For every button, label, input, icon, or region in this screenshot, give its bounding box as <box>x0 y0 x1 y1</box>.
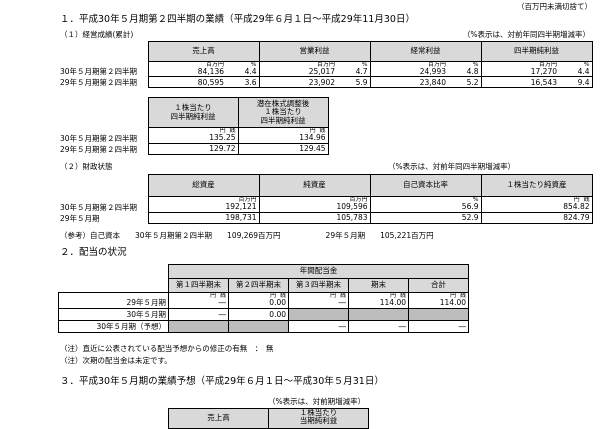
header-sales: 売上高 <box>147 41 260 62</box>
header-annual-dividend: 年間配当金 <box>168 264 469 279</box>
dividends-table: 年間配当金 第１四半期末 第２四半期末 第３四半期末 期末 合計 29年５月期 … <box>58 264 469 333</box>
equity-reference: （参考）自己資本 30年５月期第２四半期 109,269百万円 29年５月期 1… <box>60 231 434 240</box>
table-cell: ― <box>168 307 229 321</box>
header-net-assets: 純資産 <box>258 174 371 197</box>
dividend-note-1: （注）直近に公表されている配当予想からの修正の有無 ： 無 <box>60 344 274 353</box>
table-cell: 105,783 <box>258 211 371 224</box>
table-cell: 5.9 <box>337 76 371 89</box>
header-operating-income: 営業利益 <box>258 41 371 62</box>
section3-title: ３．平成30年５月期の業績予想（平成29年６月１日～平成30年５月31日） <box>60 376 384 387</box>
header-forecast-sales: 売上高 <box>168 408 269 429</box>
table-cell: 3.6 <box>226 76 260 89</box>
table-cell: %56.9 <box>369 196 482 213</box>
section1-pct-note: （%表示は、対前年同四半期増減率） <box>462 30 590 39</box>
table-cell: 129.72 <box>147 142 239 155</box>
header-equity-ratio: 自己資本比率 <box>369 174 482 197</box>
section1-title: １．平成30年５月期第２四半期の業績（平成29年６月１日～平成29年11月30日… <box>60 14 415 25</box>
table-cell <box>168 319 229 333</box>
table-cell: ― <box>408 319 469 333</box>
table-cell: 198,731 <box>147 211 260 224</box>
header-total: 合計 <box>408 278 469 293</box>
header-q1: 第１四半期末 <box>168 278 229 293</box>
header-diluted-eps: 潜在株式調整後 １株当たり 四半期純利益 <box>237 97 329 128</box>
table-cell: 80,595 <box>147 76 226 89</box>
header-net-income: 四半期純利益 <box>480 41 593 62</box>
row-label: 29年５月期第２四半期 <box>60 78 138 87</box>
table-cell <box>408 307 469 321</box>
row-label: 30年５月期第２四半期 <box>60 202 138 212</box>
header-q3: 第３四半期末 <box>288 278 349 293</box>
header-ordinary-income: 経常利益 <box>369 41 482 62</box>
table-cell: ― <box>288 319 349 333</box>
row-label: 29年５月期 <box>60 213 100 223</box>
table-cell <box>228 319 289 333</box>
table-cell: 23,902 <box>259 76 337 89</box>
row-label: 30年５月期（予想） <box>58 319 169 333</box>
table-cell <box>288 307 349 321</box>
table-cell: %4.4 <box>559 61 593 77</box>
table-cell: %4.8 <box>448 61 482 77</box>
forecast-table: 売上高 １株当たり 当期純利益 <box>168 408 369 429</box>
section2-title: ２．配当の状況 <box>60 247 127 258</box>
header-total-assets: 総資産 <box>147 174 260 197</box>
table-cell: %4.7 <box>337 61 371 77</box>
table-cell: 824.79 <box>480 211 593 224</box>
row-label: 29年５月期 <box>58 292 169 309</box>
header-bps: １株当たり純資産 <box>480 174 593 197</box>
table-cell: 23,840 <box>370 76 448 89</box>
header-q2: 第２四半期末 <box>228 278 289 293</box>
table-cell: 円 銭― <box>288 292 349 309</box>
table-cell: 円 銭― <box>168 292 229 309</box>
header-forecast-eps: １株当たり 当期純利益 <box>268 408 369 429</box>
header-year-end: 期末 <box>348 278 409 293</box>
section1-sub2: （２）財政状態 <box>60 162 113 171</box>
row-label: 29年５月期第２四半期 <box>60 144 138 154</box>
unit-note: （百万円未満切捨て） <box>517 2 592 11</box>
table-cell: ― <box>348 319 409 333</box>
table-cell: 129.45 <box>237 142 329 155</box>
row-label: 30年５月期 <box>58 307 169 321</box>
row-label: 30年５月期第２四半期 <box>60 67 138 76</box>
eps-table: １株当たり 四半期純利益 潜在株式調整後 １株当たり 四半期純利益 30年５月期… <box>58 97 329 155</box>
dividend-note-2: （注）次期の配当金は未定です。 <box>60 356 172 365</box>
section1-sub1: （１）経営成績(累計) <box>60 30 134 39</box>
table-cell: 16,543 <box>481 76 559 89</box>
table-cell: 5.2 <box>448 76 482 89</box>
table-cell: 9.4 <box>559 76 593 89</box>
table-cell: %4.4 <box>226 61 260 77</box>
table-cell: 52.9 <box>369 211 482 224</box>
section3-pct-note: （%表示は、対前期増減率） <box>268 397 366 406</box>
section1-pct-note-2: （%表示は、対前年同四半期増減率） <box>388 162 516 171</box>
table-cell: 0.00 <box>228 307 289 321</box>
row-label: 30年５月期第２四半期 <box>60 133 138 143</box>
header-eps: １株当たり 四半期純利益 <box>147 97 239 128</box>
table-cell <box>348 307 409 321</box>
